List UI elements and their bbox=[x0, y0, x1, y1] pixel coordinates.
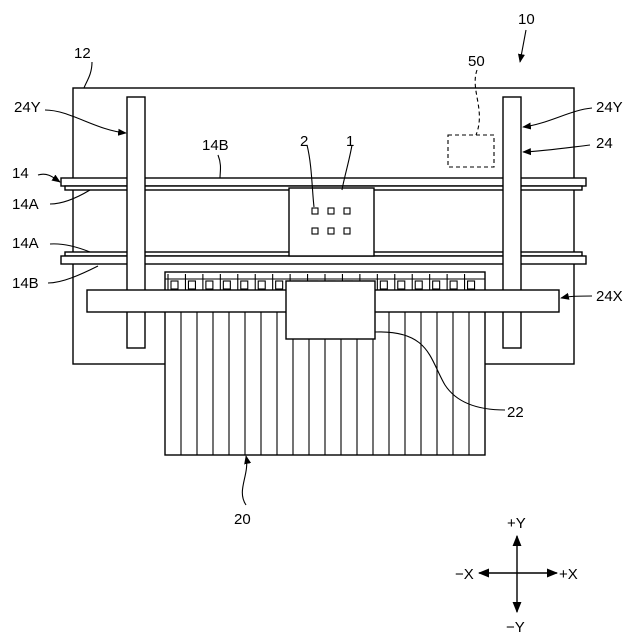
label-20: 20 bbox=[234, 511, 251, 528]
head-block-22 bbox=[286, 281, 375, 339]
leader-12 bbox=[84, 62, 92, 88]
leader-10 bbox=[520, 30, 526, 62]
label-22: 22 bbox=[507, 404, 524, 421]
label-10: 10 bbox=[518, 11, 535, 28]
leader-20 bbox=[242, 456, 246, 505]
label-1: 1 bbox=[346, 133, 354, 150]
axis-plus-x: +X bbox=[559, 566, 578, 583]
leader-14 bbox=[38, 174, 60, 182]
axis-legend: +Y −Y +X −X bbox=[455, 515, 578, 636]
axis-minus-x: −X bbox=[455, 566, 474, 583]
axis-plus-y: +Y bbox=[507, 515, 526, 532]
axis-minus-y: −Y bbox=[506, 619, 525, 636]
chip bbox=[289, 188, 374, 256]
label-14a-upper: 14A bbox=[12, 196, 39, 213]
label-12: 12 bbox=[74, 45, 91, 62]
chip-body bbox=[289, 188, 374, 256]
label-14b-upper: 14B bbox=[202, 137, 229, 154]
label-24y-left: 24Y bbox=[14, 99, 41, 116]
label-24y-right: 24Y bbox=[596, 99, 623, 116]
label-2: 2 bbox=[300, 133, 308, 150]
label-50: 50 bbox=[468, 53, 485, 70]
label-14b-lower: 14B bbox=[12, 275, 39, 292]
label-24x: 24X bbox=[596, 288, 623, 305]
label-24: 24 bbox=[596, 135, 613, 152]
label-14a-lower: 14A bbox=[12, 235, 39, 252]
label-14: 14 bbox=[12, 165, 29, 182]
